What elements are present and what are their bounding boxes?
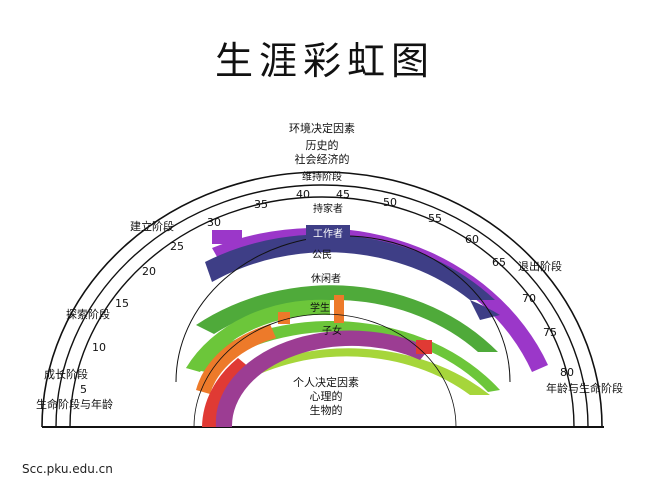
- personal-factor-label: 个人决定因素: [293, 375, 359, 389]
- age-tick-35: 35: [254, 198, 268, 211]
- life-stage-age-label: 生命阶段与年龄: [36, 397, 113, 411]
- band-worker-tail: [470, 300, 500, 320]
- outer-arc-1: [41, 171, 603, 428]
- role-student-label: 学生: [310, 301, 330, 314]
- role-child-label: 子女: [322, 324, 342, 337]
- age-tick-65: 65: [492, 256, 506, 269]
- age-tick-20: 20: [142, 265, 156, 278]
- env-factor-label: 环境决定因素: [289, 121, 355, 135]
- age-tick-15: 15: [115, 297, 129, 310]
- age-tick-50: 50: [383, 196, 397, 209]
- role-worker-bg: [306, 225, 350, 240]
- age-tick-45: 45: [336, 188, 350, 201]
- page-title: 生涯彩虹图: [214, 39, 435, 83]
- age-tick-70: 70: [522, 292, 536, 305]
- band-student-left: [196, 324, 276, 394]
- exploration-stage-label: 探索阶段: [66, 307, 110, 321]
- historical-label: 历史的: [306, 138, 339, 152]
- band-worker: [205, 234, 495, 300]
- band-child-main: [215, 330, 430, 427]
- role-homemaker-label: 持家者: [313, 202, 343, 215]
- age-tick-75: 75: [543, 326, 557, 339]
- band-citizen: [196, 285, 498, 352]
- age-tick-5: 5: [80, 383, 87, 396]
- age-tick-40: 40: [296, 188, 310, 201]
- decline-stage-label: 退出阶段: [518, 259, 562, 273]
- age-tick-30: 30: [207, 216, 221, 229]
- band-child-right: [416, 340, 432, 354]
- growth-stage-label: 成长阶段: [44, 367, 88, 381]
- band-homemaker-step: [212, 230, 242, 244]
- maintenance-stage-label: 维持阶段: [302, 170, 342, 183]
- age-tick-10: 10: [92, 341, 106, 354]
- age-life-stage-label: 年龄与生命阶段: [546, 381, 623, 395]
- band-student-right: [226, 348, 490, 395]
- outer-arc-2: [55, 184, 589, 428]
- footer-url: Scc.pku.edu.cn: [22, 462, 113, 476]
- age-tick-55: 55: [428, 212, 442, 225]
- socioeconomic-label: 社会经济的: [295, 152, 350, 166]
- role-worker-label: 工作者: [313, 228, 343, 240]
- age-tick-60: 60: [465, 233, 479, 246]
- role-leisurite-label: 休闲者: [311, 272, 341, 285]
- biological-label: 生物的: [310, 403, 343, 417]
- role-citizen-label: 公民: [312, 249, 332, 261]
- band-leisurite-left: [186, 299, 330, 372]
- psychological-label: 心理的: [310, 389, 343, 403]
- outer-arc-3: [69, 196, 575, 428]
- establishment-stage-label: 建立阶段: [130, 219, 174, 233]
- inner-outline-2: [193, 313, 457, 428]
- band-student-block: [278, 312, 290, 324]
- age-tick-80: 80: [560, 366, 574, 379]
- age-tick-25: 25: [170, 240, 184, 253]
- band-student-bar: [334, 295, 344, 323]
